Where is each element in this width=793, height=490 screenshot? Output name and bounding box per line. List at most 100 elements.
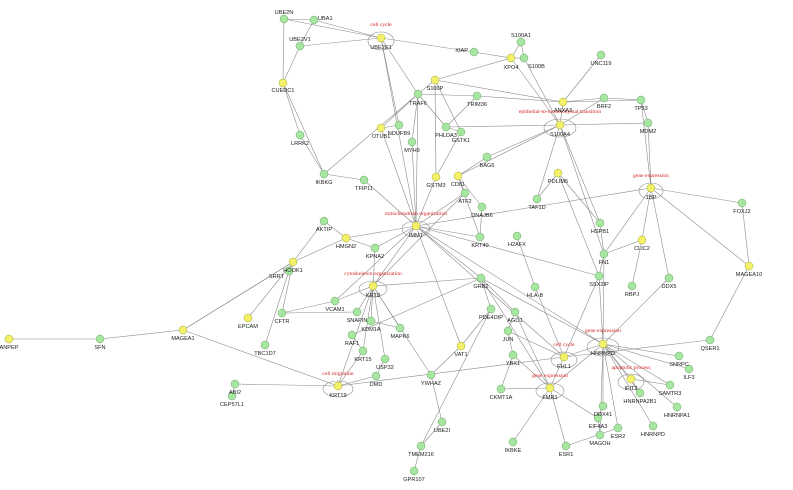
node-hnrnpa1[interactable] <box>672 402 682 412</box>
node-tbp[interactable] <box>646 183 656 193</box>
node-mdm2[interactable] <box>643 118 653 128</box>
node-gpr107[interactable] <box>409 466 419 476</box>
node-fhl1[interactable] <box>559 352 569 362</box>
node-raf1[interactable] <box>347 330 357 340</box>
node-s100b[interactable] <box>519 53 529 63</box>
node-pdlim5[interactable] <box>553 168 563 178</box>
node-atf2[interactable] <box>460 188 470 198</box>
node-krt19[interactable] <box>333 381 343 391</box>
node-krt8[interactable] <box>368 281 378 291</box>
node-clic2[interactable] <box>637 235 647 245</box>
node-hnrnpd2[interactable] <box>648 421 658 431</box>
node-s100p[interactable] <box>430 75 440 85</box>
node-ywhaz[interactable] <box>426 370 436 380</box>
node-ybx1[interactable] <box>508 350 518 360</box>
node-fn1[interactable] <box>599 249 609 259</box>
node-cd81[interactable] <box>453 171 463 181</box>
node-esr1[interactable] <box>561 441 571 451</box>
node-anpep[interactable] <box>4 334 14 344</box>
node-ilf3[interactable] <box>684 364 694 374</box>
node-krt40[interactable] <box>475 232 485 242</box>
node-esr2[interactable] <box>613 423 623 433</box>
node-hnrnpd[interactable] <box>598 339 608 349</box>
node-s100a4[interactable] <box>555 120 565 130</box>
node-brf2[interactable] <box>599 93 609 103</box>
node-tmem216[interactable] <box>416 441 426 451</box>
node-snapin[interactable] <box>352 307 362 317</box>
node-gstk1[interactable] <box>456 127 466 137</box>
node-ifit2[interactable] <box>626 374 636 384</box>
node-phlda3[interactable] <box>441 122 451 132</box>
node-ikbke[interactable] <box>508 437 518 447</box>
node-kdm1a[interactable] <box>366 316 376 326</box>
node-immt[interactable] <box>411 221 421 231</box>
node-bag6[interactable] <box>482 152 492 162</box>
highlight-label-krt8: cytoskeleton organization <box>344 271 402 277</box>
node-eif4a3[interactable] <box>593 413 603 423</box>
node-rbpj[interactable] <box>627 281 637 291</box>
node-grb2[interactable] <box>476 273 486 283</box>
node-krt15[interactable] <box>358 346 368 356</box>
node-unc119[interactable] <box>596 50 606 60</box>
node-snrpc[interactable] <box>674 351 684 361</box>
node-gstm3[interactable] <box>431 172 441 182</box>
node-dnajb6[interactable] <box>477 202 487 212</box>
node-ago1[interactable] <box>510 307 520 317</box>
node-ssx2ip[interactable] <box>594 271 604 281</box>
node-ube2i[interactable] <box>437 417 447 427</box>
node-ndufb9[interactable] <box>394 120 404 130</box>
node-foxj2[interactable] <box>737 198 747 208</box>
node-kpna2[interactable] <box>370 243 380 253</box>
node-hook1[interactable] <box>288 257 298 267</box>
node-pde4dip[interactable] <box>486 304 496 314</box>
node-epcam[interactable] <box>243 313 253 323</box>
node-myh9[interactable] <box>407 137 417 147</box>
node-ube2v1[interactable] <box>295 41 305 51</box>
node-s100a1[interactable] <box>516 37 526 47</box>
node-xpo4[interactable] <box>506 53 516 63</box>
node-samtr3[interactable] <box>665 380 675 390</box>
node-ube2e1[interactable] <box>376 33 386 43</box>
node-cuedc1[interactable] <box>278 78 288 88</box>
node-ikbkg[interactable] <box>319 169 329 179</box>
node-taf1d[interactable] <box>532 194 542 204</box>
node-magea10[interactable] <box>744 261 754 271</box>
node-hspb1[interactable] <box>595 218 605 228</box>
node-srrt[interactable] <box>284 266 294 276</box>
node-qser1[interactable] <box>705 335 715 345</box>
node-ddx5[interactable] <box>664 273 674 283</box>
node-tp53[interactable] <box>636 95 646 105</box>
node-tfip11[interactable] <box>359 175 369 185</box>
node-ddx41[interactable] <box>598 401 608 411</box>
node-lrrk2[interactable] <box>295 130 305 140</box>
edge-gstk1-gstm3 <box>435 131 462 178</box>
node-vat1[interactable] <box>456 341 466 351</box>
node-vcam1[interactable] <box>330 296 340 306</box>
node-hla-b[interactable] <box>530 282 540 292</box>
node-ube2n[interactable] <box>279 14 289 24</box>
node-h2afx[interactable] <box>512 231 522 241</box>
node-otub1[interactable] <box>376 123 386 133</box>
node-sfn[interactable] <box>95 334 105 344</box>
node-uba1[interactable] <box>309 15 319 25</box>
node-magoh[interactable] <box>595 430 605 440</box>
node-trim36[interactable] <box>472 91 482 101</box>
node-hnrnpa2b1[interactable] <box>635 388 645 398</box>
node-hmgn2[interactable] <box>341 233 351 243</box>
node-aktip[interactable] <box>319 216 329 226</box>
node-cep57l1[interactable] <box>227 391 237 401</box>
node-fmr1[interactable] <box>545 383 555 393</box>
node-magea1[interactable] <box>178 325 188 335</box>
node-usp32[interactable] <box>380 354 390 364</box>
node-anxa3[interactable] <box>558 97 568 107</box>
node-ckmt1a[interactable] <box>496 384 506 394</box>
node-tbc1d7[interactable] <box>260 340 270 350</box>
node-traf6[interactable] <box>413 89 423 99</box>
node-dmd[interactable] <box>371 371 381 381</box>
node-label-samtr3: SAMTR3 <box>659 391 682 397</box>
node-xiap[interactable] <box>469 47 479 57</box>
node-mapk6[interactable] <box>395 323 405 333</box>
node-jun[interactable] <box>503 326 513 336</box>
node-abi2[interactable] <box>230 379 240 389</box>
node-cftr[interactable] <box>277 308 287 318</box>
